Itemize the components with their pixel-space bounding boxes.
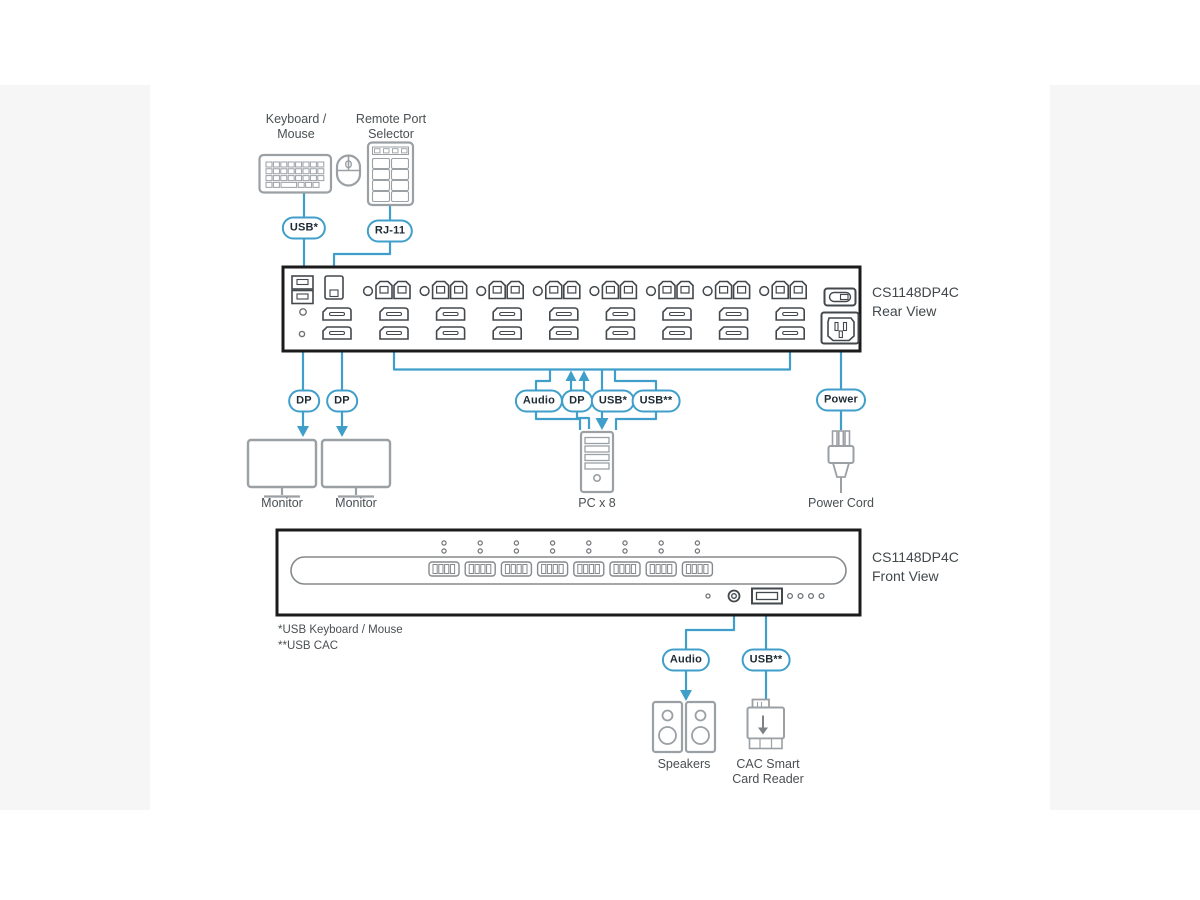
- cac-footnote: **USB CAC: [278, 639, 339, 652]
- speaker-right-icon: [684, 700, 717, 754]
- pc-dp-down-wire: [575, 411, 591, 429]
- front-leds: [786, 592, 825, 600]
- remote-port-selector-label: Remote Port Selector: [355, 112, 427, 141]
- mouse-icon: [335, 154, 362, 187]
- monitor2-icon: [320, 438, 392, 498]
- front-panel: [275, 528, 862, 617]
- rear-console-jack-2: [298, 330, 306, 338]
- rj11-wire-2: [332, 241, 392, 275]
- keyboard-mouse-label: Keyboard / Mouse: [265, 112, 327, 141]
- power-cord-icon: [827, 430, 855, 493]
- arrow-into-pc: [595, 418, 609, 430]
- pill-audio-front: Audio: [661, 648, 711, 672]
- power-cord-label: Power Cord: [808, 496, 874, 510]
- front-reset-hole: [705, 593, 711, 599]
- pc-audio-wire: [534, 369, 552, 391]
- rear-view-label: CS1148DP4C Rear View: [872, 284, 959, 319]
- pc-usbcac-wire-2: [614, 411, 658, 430]
- footnotes: *USB Keyboard / Mouse **USB CAC: [278, 623, 403, 654]
- pill-rj11: RJ-11: [366, 219, 414, 243]
- monitor1-label: Monitor: [261, 496, 303, 510]
- pc-usbcac-wire: [613, 369, 658, 391]
- rear-console-usb-ports: [291, 275, 314, 305]
- arrow-into-monitor2: [336, 426, 348, 437]
- front-audio-jack: [727, 589, 741, 603]
- kvm-port-bus: [392, 339, 792, 371]
- pill-usbcac-pc: USB**: [631, 389, 681, 413]
- front-view-label: CS1148DP4C Front View: [872, 549, 959, 584]
- keyboard-icon: [258, 153, 333, 194]
- arrow-dp-up-2: [578, 370, 590, 381]
- pill-usb-keyboard: USB*: [281, 216, 327, 240]
- pill-power: Power: [815, 388, 867, 412]
- rear-power-inlet: [820, 311, 860, 345]
- speakers-label: Speakers: [657, 757, 711, 771]
- pill-dp-pc: DP: [561, 389, 593, 413]
- right-margin-band: [1050, 85, 1200, 810]
- arrow-into-speakers: [680, 690, 692, 701]
- pill-dp-monitor2: DP: [326, 389, 358, 413]
- rear-panel: [281, 265, 862, 353]
- rear-power-switch: [823, 287, 857, 307]
- pc-label: PC x 8: [578, 496, 616, 510]
- arrow-into-monitor1: [297, 426, 309, 437]
- pc-audio-wire-2: [534, 411, 582, 430]
- speaker-left-icon: [651, 700, 684, 754]
- pc-tower-icon: [579, 430, 615, 494]
- pill-dp-monitor1: DP: [288, 389, 320, 413]
- left-margin-band: [0, 85, 150, 810]
- rear-console-jack-1: [299, 308, 307, 316]
- front-recessed-bar: [290, 556, 847, 585]
- remote-port-selector-icon: [366, 141, 415, 207]
- arrow-dp-up-1: [565, 370, 577, 381]
- front-usb-port: [751, 587, 783, 605]
- monitor2-label: Monitor: [335, 496, 377, 510]
- pill-usbcac-front: USB**: [741, 648, 791, 672]
- monitor1-icon: [246, 438, 318, 498]
- usb-footnote: *USB Keyboard / Mouse: [278, 624, 403, 636]
- rear-rj11-port: [324, 275, 344, 300]
- cac-reader-label: CAC Smart Card Reader: [732, 757, 804, 786]
- cac-reader-icon: [746, 698, 785, 750]
- pill-audio-pc: Audio: [514, 389, 564, 413]
- pill-usb-pc: USB*: [590, 389, 636, 413]
